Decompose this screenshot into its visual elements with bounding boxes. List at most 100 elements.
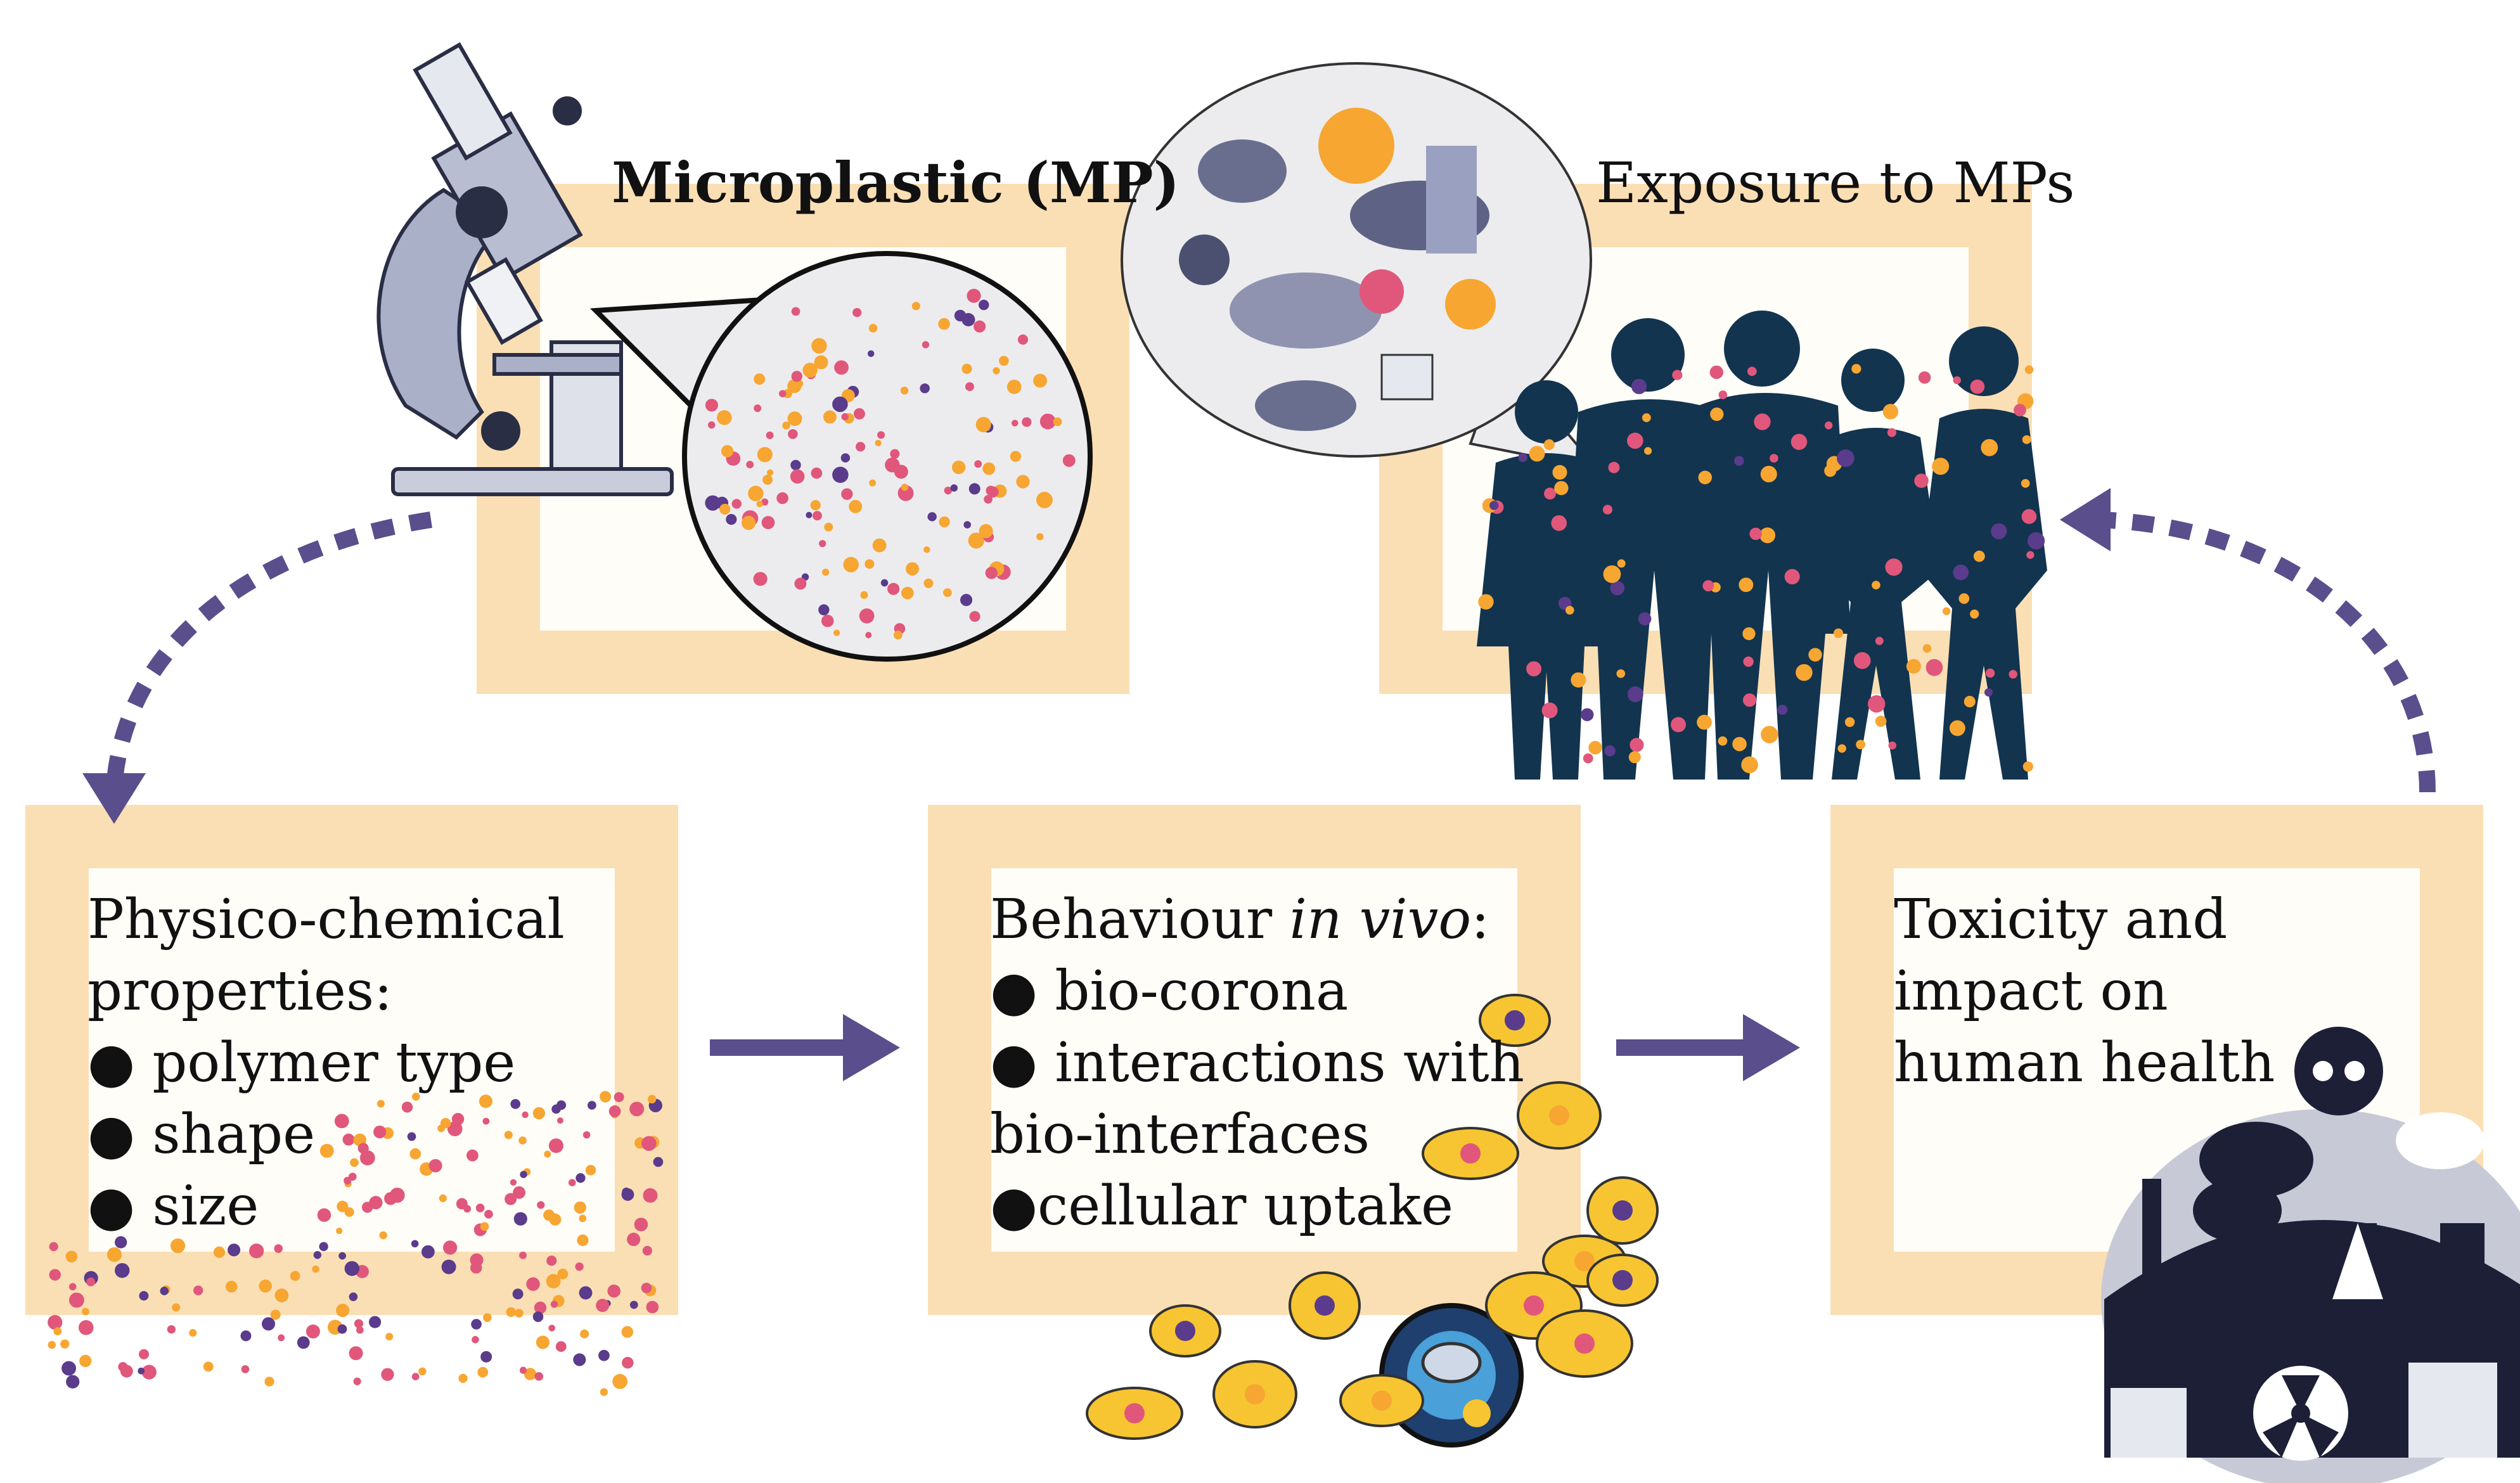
spilled-particle (596, 1299, 610, 1313)
body-particle (1837, 744, 1846, 753)
microplastic-particle (1036, 492, 1053, 508)
microplastic-particle (894, 465, 908, 479)
spilled-particle (475, 1204, 485, 1212)
spilled-particle (213, 1246, 226, 1258)
microplastic-particle (834, 360, 849, 375)
microplastic-particle (1036, 533, 1044, 541)
spilled-particle (537, 1201, 545, 1209)
spilled-particle (369, 1316, 382, 1328)
spilled-particle (472, 1336, 479, 1344)
spilled-particle (612, 1373, 628, 1389)
spilled-particle (337, 1200, 349, 1212)
spilled-particle (480, 1222, 489, 1231)
microplastic-particle (859, 608, 875, 624)
spilled-particle (115, 1262, 130, 1278)
behaviour-bullet-2: ● interactions with (990, 1031, 1525, 1095)
body-particle (1749, 527, 1762, 541)
microplastic-particle (1006, 380, 1022, 394)
body-particle (1942, 607, 1951, 615)
body-particle (1616, 669, 1626, 678)
microplastic-particle (787, 411, 802, 427)
microplastic-particle (963, 521, 972, 529)
body-particle (1759, 527, 1776, 544)
microplastic-particle (901, 586, 914, 600)
cell-blob (1212, 1360, 1297, 1428)
spilled-particle (479, 1095, 493, 1108)
body-particle (1970, 609, 1979, 619)
spilled-particle (608, 1105, 621, 1117)
microplastic-label: Microplastic (MP) (612, 150, 1180, 215)
microplastic-particle (795, 380, 804, 387)
body-particle (1583, 753, 1593, 764)
microplastic-particle (951, 460, 966, 475)
body-particle (1552, 465, 1567, 480)
microplastic-particle (950, 484, 958, 492)
microplastic-particle (986, 485, 996, 496)
spilled-particle (557, 1268, 569, 1280)
toxicity-line-1: Toxicity and (1894, 888, 2228, 951)
spilled-particle (68, 1292, 84, 1308)
toxicity-line-3: human health (1894, 1031, 2275, 1095)
spilled-particle (48, 1314, 63, 1330)
microplastic-particle (843, 556, 859, 573)
microplastic-particle (754, 373, 766, 385)
body-particle (1914, 473, 1929, 488)
microplastic-particle (824, 522, 833, 532)
behaviour-bullet-2-cont: bio-interfaces (990, 1103, 1370, 1166)
microplastic-particle (993, 367, 1000, 375)
body-particle (1932, 458, 1950, 475)
body-particle (1627, 686, 1643, 702)
behaviour-heading: Behaviour in vivo: (990, 884, 1524, 956)
spilled-particle (587, 1101, 596, 1110)
behaviour-heading-post: : (1471, 888, 1490, 951)
microplastic-particle (900, 386, 909, 395)
spilled-particle (225, 1280, 238, 1293)
magnifier-bubble-icon (589, 251, 1093, 662)
microplastic-particle (1039, 413, 1056, 430)
microplastic-particle (982, 462, 996, 475)
people-silhouettes-icon (1477, 311, 2047, 780)
body-particle (1718, 390, 1728, 399)
microplastic-particle (819, 540, 826, 548)
behaviour-bullet-1: ● bio-corona (990, 960, 1349, 1023)
behaviour-frame (928, 805, 1581, 1315)
body-particle (1981, 439, 1998, 456)
microplastic-particle (856, 442, 866, 452)
spilled-particle (629, 1300, 638, 1309)
body-particle (2022, 435, 2031, 444)
microplastic-particle (906, 562, 919, 576)
microplastic-particle (985, 567, 998, 579)
spilled-particle (504, 1131, 513, 1140)
spilled-particle (262, 1317, 276, 1331)
body-particle (1627, 432, 1643, 449)
body-particle (1628, 751, 1641, 764)
microplastic-particle (840, 453, 851, 463)
microplastic-particle (811, 338, 827, 354)
body-particle (2021, 509, 2037, 524)
microplastic-particle (968, 483, 980, 495)
microplastic-particle (832, 466, 849, 483)
body-particle (1760, 466, 1777, 483)
spilled-particle (518, 1136, 527, 1145)
spilled-particle (607, 1284, 621, 1298)
cell-blob (1586, 1176, 1659, 1245)
spilled-particle (573, 1353, 586, 1366)
body-particle (1853, 652, 1871, 669)
microplastic-particle (761, 498, 769, 506)
properties-bullet-2: ● shape (87, 1103, 316, 1166)
body-particle (1949, 720, 1965, 736)
microplastic-particle (790, 459, 801, 471)
spilled-particle (353, 1377, 361, 1385)
spilled-particle (522, 1111, 529, 1119)
spilled-particle (49, 1269, 61, 1281)
spilled-particle (86, 1277, 96, 1287)
spilled-particle (582, 1131, 591, 1139)
microplastic-particle (960, 594, 973, 607)
spilled-particle (274, 1288, 289, 1302)
spilled-particle (514, 1309, 524, 1318)
spilled-particle (344, 1261, 360, 1276)
microplastic-particle (979, 299, 989, 311)
microplastic-particle (877, 431, 885, 439)
body-particle (1784, 568, 1800, 585)
